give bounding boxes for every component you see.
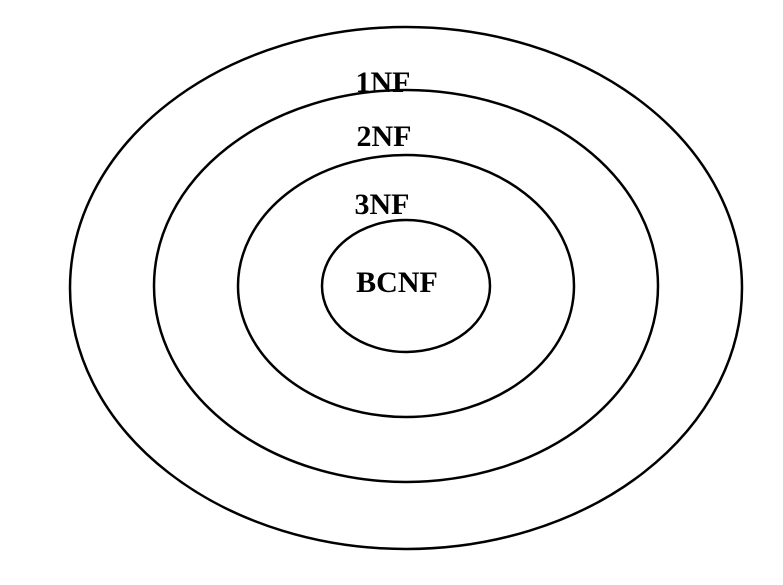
label-bcnf: BCNF [356, 266, 438, 299]
ring-3nf [236, 153, 576, 419]
ring-bcnf [320, 218, 492, 354]
label-2nf: 2NF [357, 120, 412, 153]
label-3nf: 3NF [355, 188, 410, 221]
label-1nf: 1NF [356, 66, 411, 99]
ring-1nf [68, 25, 744, 551]
ring-2nf [152, 88, 660, 484]
